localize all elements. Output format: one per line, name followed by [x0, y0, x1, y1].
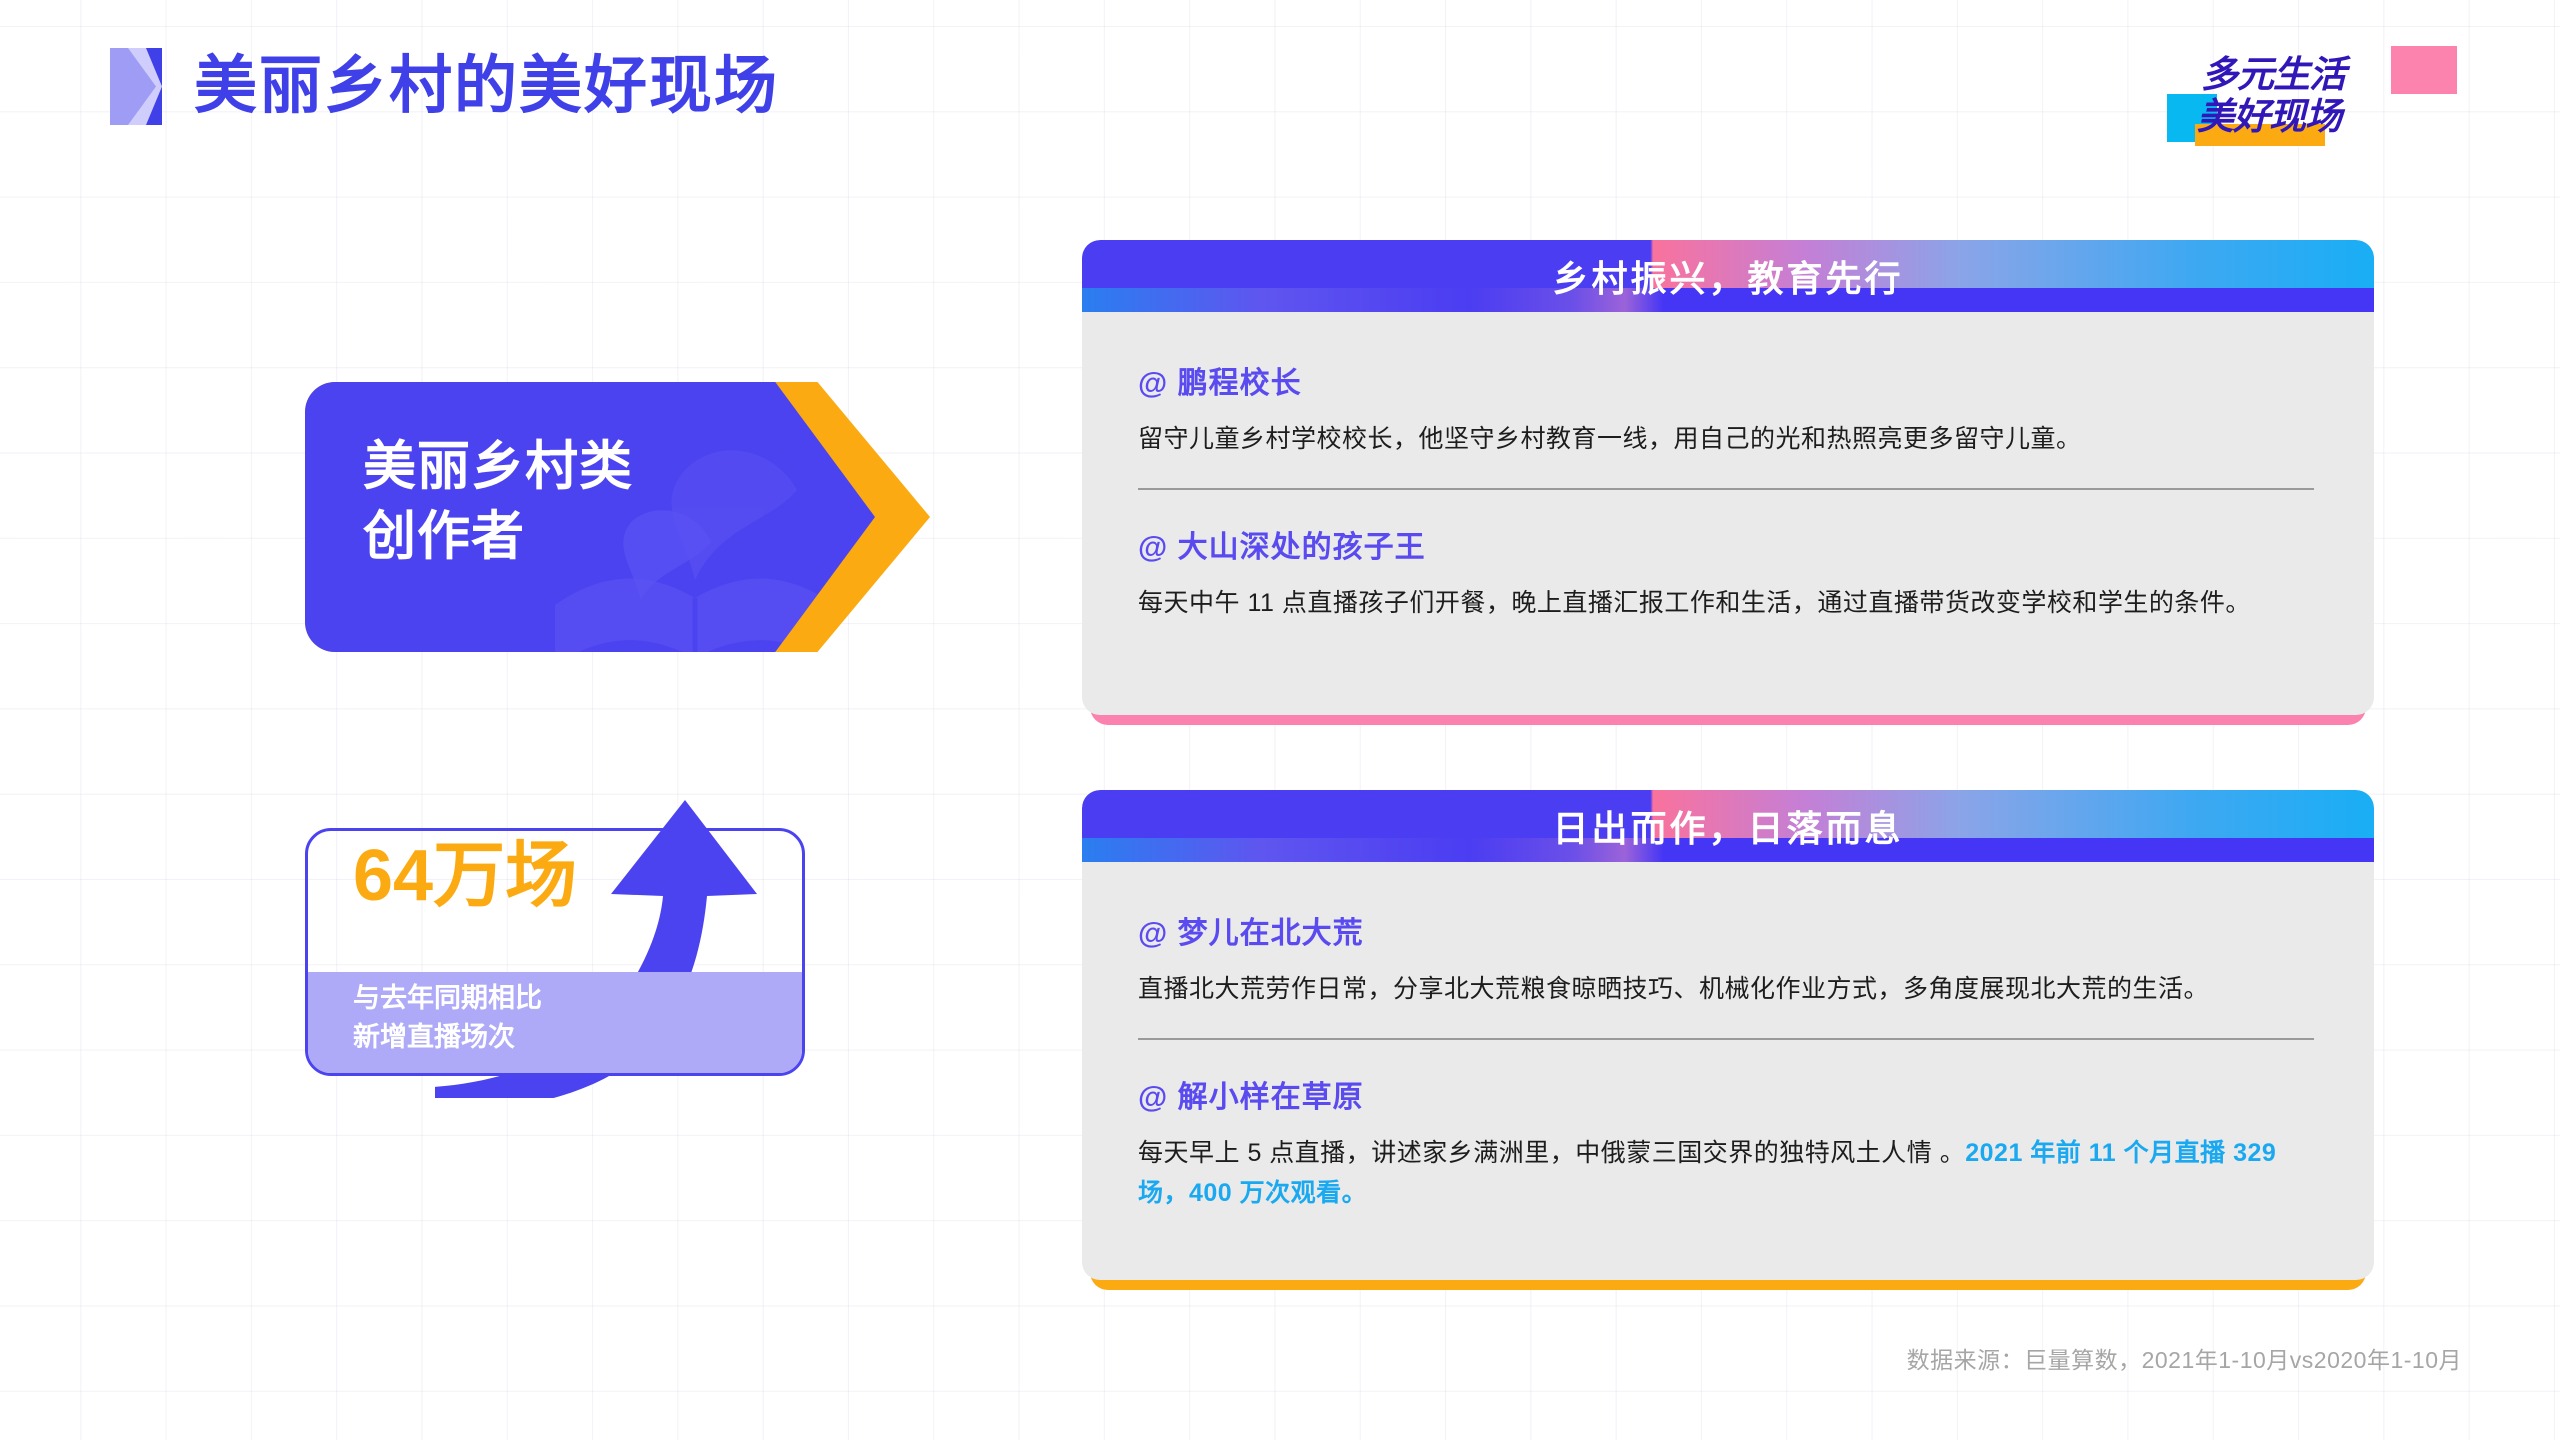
card-header: 乡村振兴，教育先行	[1082, 240, 2374, 312]
stat-caption-line-1: 与去年同期相比	[353, 983, 542, 1014]
data-source-note: 数据来源：巨量算数，2021年1-10月vs2020年1-10月	[1906, 1347, 2462, 1373]
creator-entry: @ 大山深处的孩子王 每天中午 11 点直播孩子们开餐，晚上直播汇报工作和生活，…	[1138, 487, 2318, 624]
stat-card-band	[308, 972, 802, 1073]
category-badge: 美丽乡村类 创作者	[305, 382, 930, 652]
card-header-gradient-top	[1082, 790, 2374, 838]
brand-line-1: 多元生活	[2201, 54, 2346, 95]
brand-block-pink	[2391, 46, 2457, 94]
creator-description-highlight: 2021 年前 11 个月直播 329 场，400 万次观看。	[1138, 1138, 2277, 1208]
card-header-gradient-bottom	[1082, 288, 2374, 312]
creator-description-plain: 留守儿童乡村学校校长，他坚守乡村教育一线，用自己的光和热照亮更多留守儿童。	[1138, 425, 2082, 453]
content-card: 日出而作，日落而息 @ 梦儿在北大荒 直播北大荒劳作日常，分享北大荒粮食晾晒技巧…	[1082, 790, 2374, 1290]
card-panel: 乡村振兴，教育先行 @ 鹏程校长 留守儿童乡村学校校长，他坚守乡村教育一线，用自…	[1082, 240, 2374, 715]
badge-label: 美丽乡村类 创作者	[363, 432, 633, 572]
creator-entry: @ 解小样在草原 每天早上 5 点直播，讲述家乡满洲里，中俄蒙三国交界的独特风土…	[1138, 1037, 2318, 1214]
creator-entry: @ 梦儿在北大荒 直播北大荒劳作日常，分享北大荒粮食晾晒技巧、机械化作业方式，多…	[1138, 908, 2318, 1010]
card-title: 乡村振兴，教育先行	[1552, 258, 1904, 299]
creator-description: 留守儿童乡村学校校长，他坚守乡村教育一线，用自己的光和热照亮更多留守儿童。	[1138, 419, 2318, 460]
page-header: 美丽乡村的美好现场	[110, 48, 779, 125]
card-header-gradient-bottom	[1082, 838, 2374, 862]
stat-card-shell	[305, 828, 805, 1076]
open-book-icon	[555, 450, 835, 652]
badge-body: 美丽乡村类 创作者	[305, 382, 875, 652]
creator-handle: @ 梦儿在北大荒	[1138, 917, 1364, 950]
content-card: 乡村振兴，教育先行 @ 鹏程校长 留守儿童乡村学校校长，他坚守乡村教育一线，用自…	[1082, 240, 2374, 725]
stat-caption-line-2: 新增直播场次	[353, 1021, 515, 1052]
stat-card: 64万场 与去年同期相比 新增直播场次	[305, 800, 885, 1098]
creator-handle: @ 大山深处的孩子王	[1138, 530, 1426, 564]
brand-block-orange	[2195, 124, 2325, 146]
card-header: 日出而作，日落而息	[1082, 790, 2374, 862]
curved-up-arrow-icon	[435, 800, 757, 1098]
card-header-gradient-top	[1082, 240, 2374, 288]
card-title: 日出而作，日落而息	[1552, 808, 1904, 849]
creator-description-plain: 直播北大荒劳作日常，分享北大荒粮食晾晒技巧、机械化作业方式，多角度展现北大荒的生…	[1138, 975, 2210, 1003]
creator-handle: @ 解小样在草原	[1138, 1080, 1364, 1114]
creator-handle: @ 鹏程校长	[1138, 367, 1302, 400]
creator-description: 每天中午 11 点直播孩子们开餐，晚上直播汇报工作和生活，通过直播带货改变学校和…	[1138, 583, 2318, 624]
stat-value: 64万场	[353, 836, 578, 916]
brand-logo: 多元生活 美好现场	[2165, 42, 2465, 152]
card-content: @ 梦儿在北大荒 直播北大荒劳作日常，分享北大荒粮食晾晒技巧、机械化作业方式，多…	[1082, 862, 2374, 1214]
creator-entry: @ 鹏程校长 留守儿童乡村学校校长，他坚守乡村教育一线，用自己的光和热照亮更多留…	[1138, 358, 2318, 460]
creator-description-plain: 每天中午 11 点直播孩子们开餐，晚上直播汇报工作和生活，通过直播带货改变学校和…	[1138, 588, 2251, 617]
double-chevron-icon	[110, 48, 162, 125]
badge-label-line-2: 创作者	[363, 506, 525, 566]
stat-caption: 与去年同期相比 新增直播场次	[353, 979, 542, 1056]
card-content: @ 鹏程校长 留守儿童乡村学校校长，他坚守乡村教育一线，用自己的光和热照亮更多留…	[1082, 312, 2374, 623]
creator-description: 直播北大荒劳作日常，分享北大荒粮食晾晒技巧、机械化作业方式，多角度展现北大荒的生…	[1138, 969, 2318, 1010]
badge-label-line-1: 美丽乡村类	[363, 437, 633, 496]
card-panel: 日出而作，日落而息 @ 梦儿在北大荒 直播北大荒劳作日常，分享北大荒粮食晾晒技巧…	[1082, 790, 2374, 1280]
page-title: 美丽乡村的美好现场	[194, 51, 779, 121]
creator-description: 每天早上 5 点直播，讲述家乡满洲里，中俄蒙三国交界的独特风土人情 。2021 …	[1138, 1133, 2318, 1214]
brand-line-2: 美好现场	[2197, 96, 2342, 137]
creator-description-plain: 每天早上 5 点直播，讲述家乡满洲里，中俄蒙三国交界的独特风土人情 。	[1138, 1138, 1966, 1167]
